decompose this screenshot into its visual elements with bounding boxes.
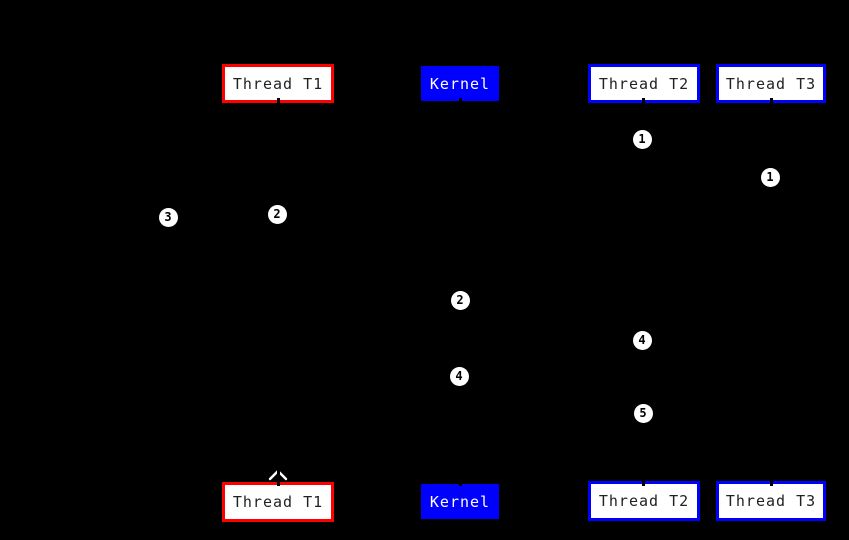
step-marker-2-3: 2 (267, 204, 287, 224)
participant-box-thread-t3-top: Thread T3 (716, 64, 826, 103)
participant-box-thread-t3-bottom: Thread T3 (716, 481, 826, 521)
participant-box-kernel-top: Kernel (421, 66, 499, 101)
step-marker-4-5: 4 (632, 330, 652, 350)
step-marker-4-6: 4 (449, 366, 469, 386)
step-marker-1-1: 1 (760, 167, 780, 187)
step-marker-2-4: 2 (450, 290, 470, 310)
lifeline-thread-t1 (276, 98, 280, 486)
participant-box-thread-t2-bottom: Thread T2 (588, 481, 700, 521)
step-marker-3-2: 3 (158, 207, 178, 227)
participant-box-thread-t2-top: Thread T2 (588, 64, 700, 103)
lifeline-thread-t2 (641, 98, 645, 486)
participant-box-kernel-bottom: Kernel (421, 484, 499, 519)
step-marker-5-7: 5 (633, 403, 653, 423)
step-marker-1-0: 1 (632, 129, 652, 149)
lifeline-thread-t3 (769, 98, 773, 486)
participant-box-thread-t1-top: Thread T1 (222, 64, 334, 103)
participant-box-thread-t1-bottom: Thread T1 (222, 482, 334, 522)
